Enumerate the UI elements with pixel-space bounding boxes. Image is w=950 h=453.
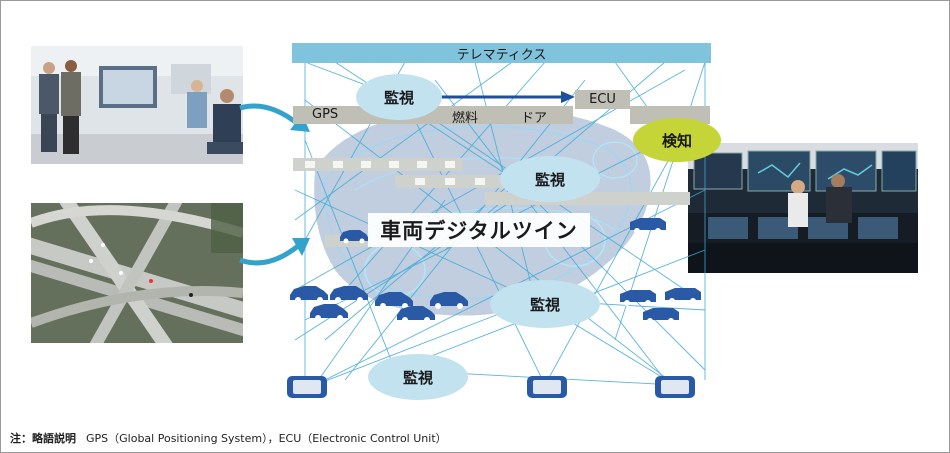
label-fuel: 燃料 <box>452 111 479 126</box>
photo-meeting-room <box>31 46 243 164</box>
label-door: ドア <box>521 111 548 126</box>
bubble-detect: 検知 <box>633 118 721 162</box>
bubble-monitor-top: 監視 <box>356 74 442 120</box>
label-gps: GPS <box>312 107 339 122</box>
band-sensor-row <box>293 106 573 124</box>
band-telematics: テレマティクス <box>292 43 711 63</box>
bubble-monitor-middle: 監視 <box>500 156 600 202</box>
footnote: 注：略語説明 GPS（Global Positioning System），ECU… <box>10 430 447 446</box>
arrow-icon <box>425 91 575 103</box>
band-ecu: ECU <box>575 90 630 109</box>
photo-control-center <box>688 143 918 273</box>
arrow-icon <box>239 238 310 266</box>
vehicle-digital-twin-title: 車両デジタルツイン <box>368 213 590 247</box>
footnote-prefix: 注：略語説明 <box>10 432 76 445</box>
truck-icon-group <box>620 218 701 324</box>
car-icon-group <box>290 230 468 323</box>
photo-highway <box>31 203 243 343</box>
bubble-monitor-bottom: 監視 <box>368 354 468 400</box>
footnote-text: GPS（Global Positioning System），ECU（Elect… <box>86 432 447 445</box>
smartphone-icon-group <box>287 376 695 398</box>
bubble-monitor-right: 監視 <box>490 280 600 328</box>
